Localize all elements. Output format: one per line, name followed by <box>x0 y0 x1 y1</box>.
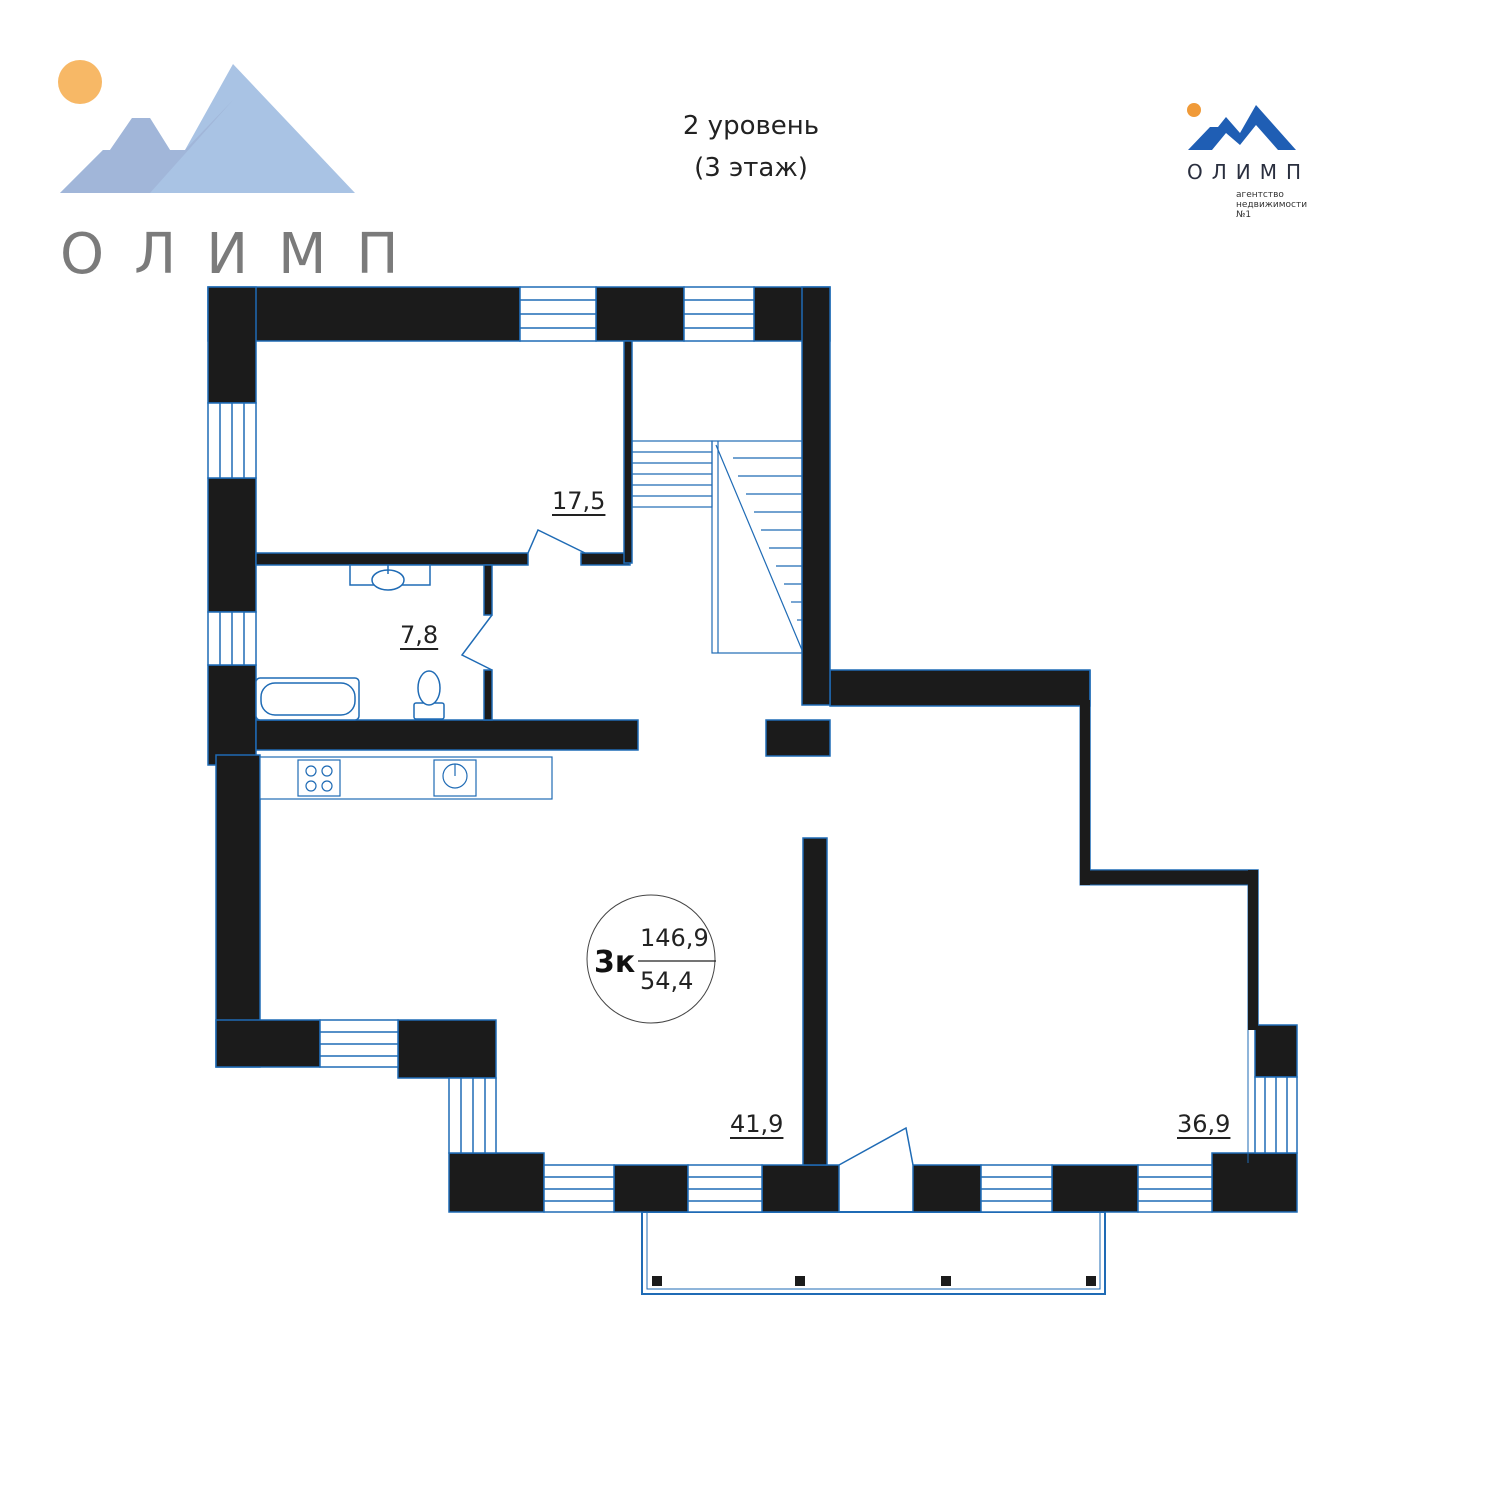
windows <box>207 286 1298 1213</box>
room-area-living-kitchen: 41,9 <box>730 1110 784 1138</box>
door-bathroom <box>460 614 493 671</box>
room-area-bathroom: 7,8 <box>400 621 439 649</box>
brand-name-large: ОЛИМП <box>60 222 429 287</box>
brand-tagline-2: недвижимости <box>1236 200 1308 210</box>
sun-icon <box>58 60 102 104</box>
bathroom-fixtures <box>255 564 445 721</box>
window-left-2 <box>207 611 257 666</box>
window-east <box>1254 1076 1298 1154</box>
window-left-1 <box>207 402 257 479</box>
walls <box>207 286 1298 1213</box>
brand-logo-small <box>1187 103 1296 150</box>
window-kitchen <box>319 1019 399 1068</box>
room-area-east: 36,9 <box>1177 1110 1231 1138</box>
mountain-icon <box>1188 105 1296 150</box>
total-area-value: 146,9 <box>640 924 709 952</box>
stove-icon <box>297 759 341 797</box>
door-balcony <box>838 1126 914 1166</box>
rooms-count-label: 3к <box>594 945 636 980</box>
sun-icon <box>1187 103 1201 117</box>
brand-tagline-3: №1 <box>1236 210 1252 220</box>
window-bottom-4 <box>1137 1164 1213 1213</box>
window-top-2 <box>683 286 755 342</box>
brand-tagline-1: агентство <box>1236 190 1284 200</box>
kitchen-counter <box>259 756 553 800</box>
window-bottom-1 <box>543 1164 615 1213</box>
east-room-outline <box>1089 670 1259 1025</box>
window-bottom-2 <box>687 1164 763 1213</box>
toilet-icon <box>413 670 445 720</box>
window-top-1 <box>519 286 597 342</box>
staircase <box>631 440 803 654</box>
living-area-value: 54,4 <box>640 967 694 995</box>
window-bottom-3 <box>980 1164 1053 1213</box>
window-corner-west <box>448 1077 497 1154</box>
level-label: 2 уровень <box>682 111 820 141</box>
doors <box>460 528 914 1166</box>
balcony <box>641 1211 1106 1295</box>
brand-logo-large <box>58 60 355 193</box>
area-badge <box>586 894 716 1024</box>
door-bedroom <box>527 528 586 554</box>
room-area-bedroom: 17,5 <box>552 487 606 515</box>
brand-name-small: ОЛИМП <box>1187 160 1311 184</box>
floor-label: (3 этаж) <box>694 153 808 183</box>
